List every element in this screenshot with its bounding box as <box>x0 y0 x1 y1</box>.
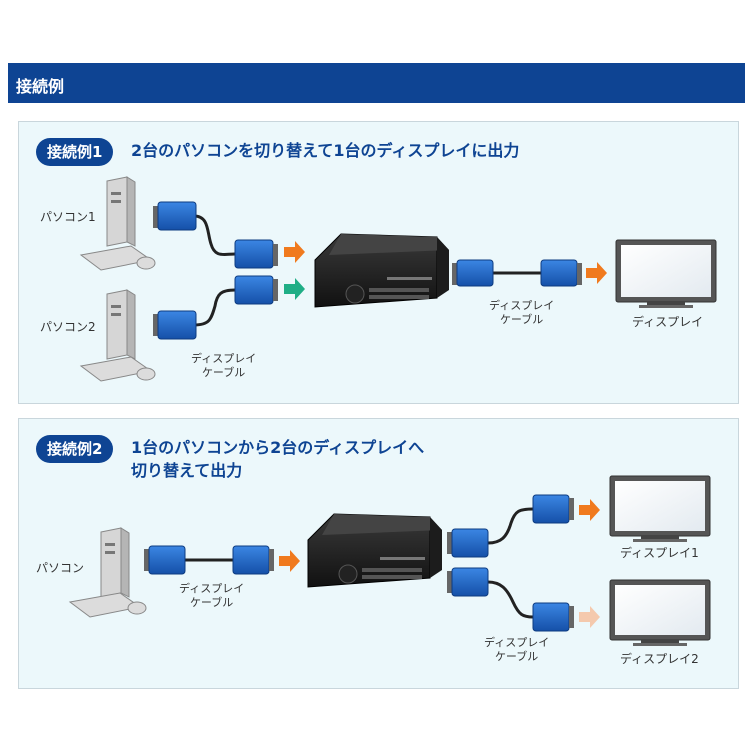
display1-icon <box>609 475 711 542</box>
arrow-green-2 <box>284 278 305 300</box>
cable-label-1-line1: ディスプレイ <box>191 352 257 365</box>
arrow-orange-in <box>279 550 300 572</box>
pc1-icon <box>79 176 156 271</box>
cable-label-b: ディスプレイ ケーブル <box>484 636 549 664</box>
cable-label-2-line1: ディスプレイ <box>489 299 555 312</box>
cable-label-2: ディスプレイ ケーブル <box>489 299 554 327</box>
display-icon <box>615 239 717 308</box>
pc2-label: パソコン2 <box>40 320 96 334</box>
example2-diagram <box>68 475 711 646</box>
pc2-icon <box>79 289 156 382</box>
section-title: 接続例 <box>16 77 65 96</box>
example1-diagram <box>79 176 717 382</box>
arrow-orange-out <box>586 262 607 284</box>
cable-c <box>447 567 574 632</box>
arrow-orange-out-1 <box>579 499 600 521</box>
cable-label-1-line2: ケーブル <box>201 366 246 379</box>
cable-label-2-line2: ケーブル <box>499 313 544 326</box>
switch-box-2 <box>307 513 442 588</box>
example1-badge: 接続例1 <box>36 138 114 166</box>
example2-title-line1: 1台のパソコンから2台のディスプレイへ <box>131 438 425 457</box>
example1-panel: 接続例1 2台のパソコンを切り替えて1台のディスプレイに出力 パソコン1 パソコ… <box>18 121 739 404</box>
cable-label-1: ディスプレイ ケーブル <box>191 352 256 380</box>
cable-label-a-line2: ケーブル <box>189 596 234 609</box>
cable1 <box>153 201 278 269</box>
arrow-orange-1 <box>284 241 305 263</box>
cable-label-b-line2: ケーブル <box>494 650 539 663</box>
arrow-faded-out-2 <box>579 606 600 628</box>
display1-label: ディスプレイ1 <box>620 546 699 560</box>
pc1-label: パソコン1 <box>40 210 96 224</box>
display2-label: ディスプレイ2 <box>620 652 699 666</box>
cable-label-b-line1: ディスプレイ <box>484 636 550 649</box>
example2-badge: 接続例2 <box>36 435 114 463</box>
cable-a <box>144 545 274 575</box>
cable-label-a-line1: ディスプレイ <box>179 582 245 595</box>
example2-panel: 接続例2 1台のパソコンから2台のディスプレイへ 切り替えて出力 パソコン ディ… <box>18 418 739 689</box>
cable3 <box>452 259 582 287</box>
example2-title-line2: 切り替えて出力 <box>131 461 243 480</box>
section-header: 接続例 <box>8 63 745 103</box>
display-label: ディスプレイ <box>632 315 704 329</box>
cable2 <box>153 275 278 340</box>
cable-b <box>447 494 574 558</box>
pc-icon <box>68 527 147 618</box>
cable-label-a: ディスプレイ ケーブル <box>179 582 244 610</box>
example1-title: 2台のパソコンを切り替えて1台のディスプレイに出力 <box>131 141 520 160</box>
switch-box <box>314 233 449 308</box>
display2-icon <box>609 579 711 646</box>
pc-label: パソコン <box>36 561 85 575</box>
